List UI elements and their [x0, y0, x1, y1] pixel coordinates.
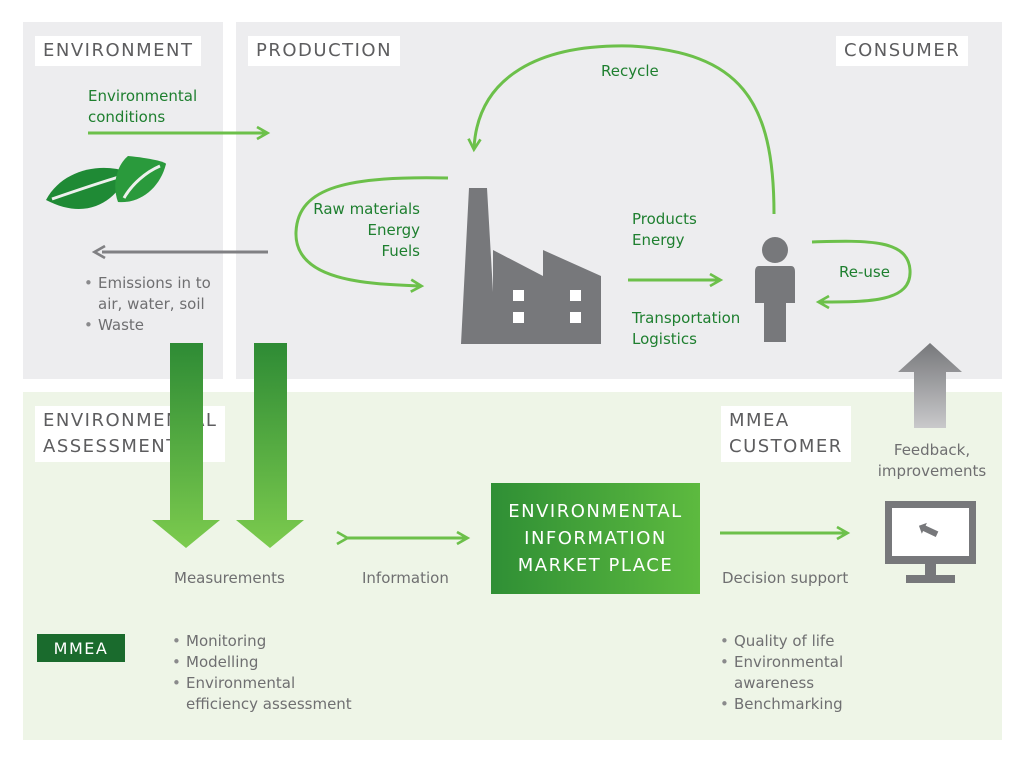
reuse-arrow: [811, 239, 912, 310]
measurements-list: •Monitoring •Modelling •Environmental ef…: [172, 631, 352, 715]
measurements-item: efficiency assessment: [186, 695, 352, 713]
decision-item: •Quality of life: [720, 632, 835, 650]
measurements-item: •Modelling: [172, 653, 259, 671]
raw-materials-arrow: [294, 176, 449, 293]
decision-item: •Environmental: [720, 653, 844, 671]
energy-line: Energy: [632, 231, 685, 249]
production-consumer-panel: [236, 22, 1002, 379]
environmental-conditions-line1: Environmental: [88, 87, 198, 105]
emissions-item: •Waste: [84, 316, 144, 334]
measurement-down-arrow-right: [236, 343, 304, 548]
section-mmea-customer-line2: CUSTOMER: [729, 436, 843, 457]
market-place-line2: INFORMATION: [524, 528, 667, 549]
raw-materials-line1: Raw materials: [313, 200, 420, 218]
feedback-line2: improvements: [877, 462, 987, 480]
section-environmental-assessment-line2: ASSESSMENT: [43, 436, 179, 457]
raw-materials-label: Raw materials Energy Fuels: [312, 199, 420, 262]
measurement-down-arrow-left: [152, 343, 220, 548]
measurements-item: •Monitoring: [172, 632, 267, 650]
section-production: PRODUCTION: [248, 36, 401, 66]
feedback-line1: Feedback,: [893, 441, 971, 459]
person-icon: [755, 237, 795, 342]
section-mmea-customer: MMEA CUSTOMER: [721, 406, 851, 462]
products-energy-label: Products Energy: [632, 209, 697, 251]
market-place-line1: ENVIRONMENTAL: [508, 501, 683, 522]
transportation-line: Transportation: [632, 309, 741, 327]
emissions-list: •Emissions in to air, water, soil •Waste: [84, 273, 211, 336]
logistics-line: Logistics: [632, 330, 697, 348]
factory-icon: [461, 188, 601, 344]
feedback-up-arrow: [898, 343, 962, 428]
section-mmea-customer-line1: MMEA: [729, 410, 790, 431]
environmental-conditions-line2: conditions: [88, 108, 166, 126]
reuse-label: Re-use: [839, 263, 890, 281]
feedback-label: Feedback, improvements: [874, 440, 990, 482]
measurements-label: Measurements: [174, 569, 285, 587]
market-place-box: ENVIRONMENTAL INFORMATION MARKET PLACE: [491, 483, 700, 594]
emissions-item: •Emissions in to: [84, 274, 211, 292]
decision-item: awareness: [734, 674, 815, 692]
decision-support-label: Decision support: [722, 569, 849, 587]
section-environment: ENVIRONMENT: [35, 36, 202, 66]
decision-item: •Benchmarking: [720, 695, 843, 713]
recycle-arrow: [467, 44, 776, 215]
information-label: Information: [362, 569, 449, 587]
cursor-icon: [918, 522, 939, 537]
raw-materials-line3: Fuels: [381, 242, 420, 260]
measurements-item: •Environmental: [172, 674, 296, 692]
monitor-icon: [885, 501, 976, 583]
mmea-badge: MMEA: [37, 634, 125, 662]
market-place-line3: MARKET PLACE: [517, 555, 674, 576]
transportation-label: Transportation Logistics: [632, 308, 740, 350]
section-consumer: CONSUMER: [836, 36, 969, 66]
decision-list: •Quality of life •Environmental awarenes…: [720, 631, 843, 715]
environmental-conditions-label: Environmental conditions: [88, 86, 197, 128]
recycle-label: Recycle: [601, 62, 659, 80]
emissions-item: air, water, soil: [98, 295, 205, 313]
products-line: Products: [632, 210, 697, 228]
leaf-icon: [46, 156, 166, 209]
raw-materials-line2: Energy: [367, 221, 420, 239]
